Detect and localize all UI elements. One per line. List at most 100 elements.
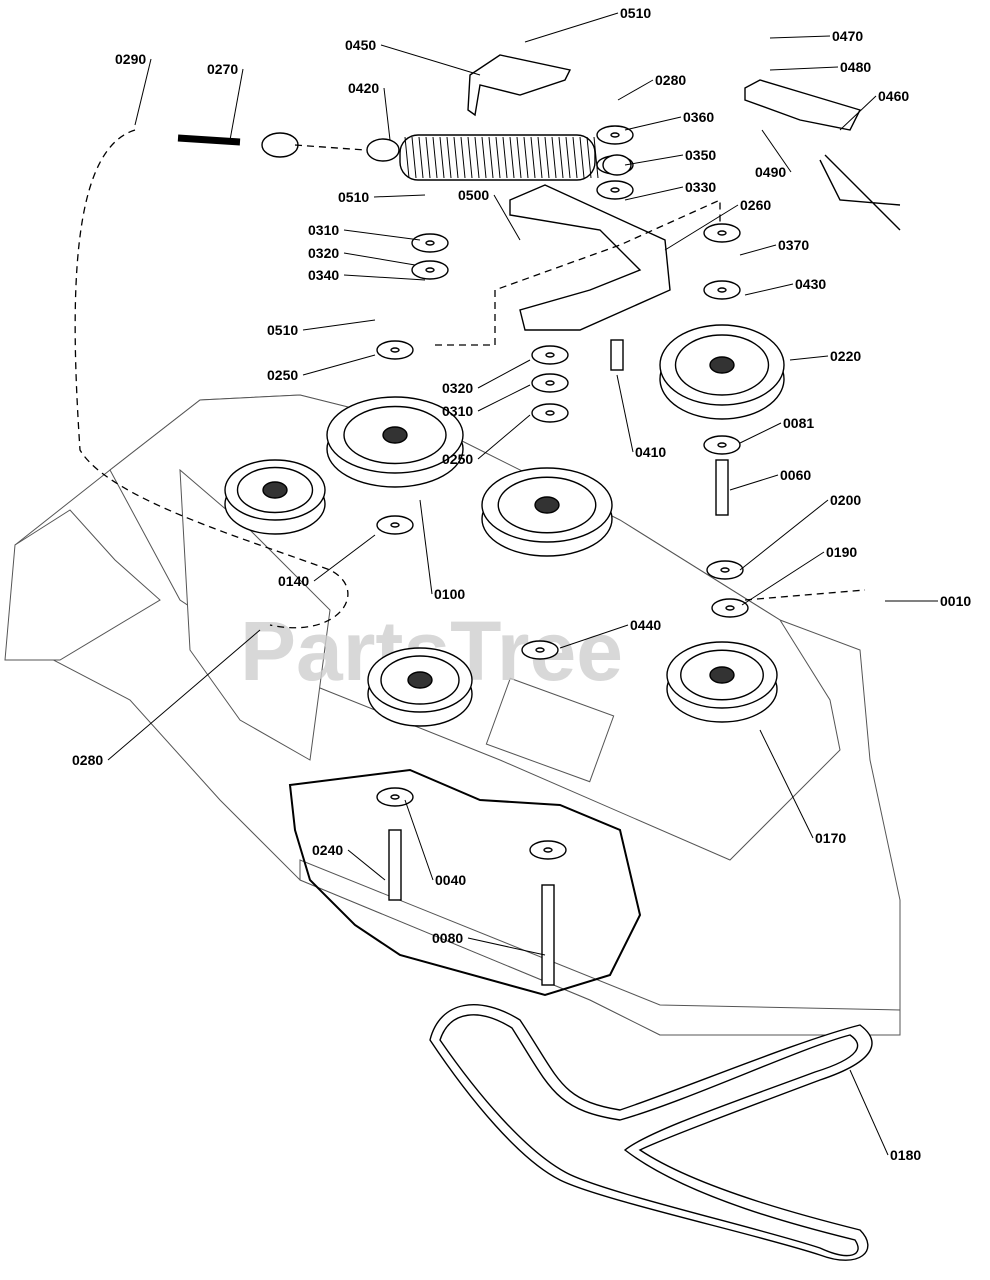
- washer: [521, 640, 559, 660]
- spring-0420: [366, 134, 632, 181]
- callout-label-0280: 0280: [72, 752, 103, 768]
- washer: [376, 340, 414, 360]
- washer: [531, 403, 569, 423]
- washer: [596, 125, 634, 145]
- handle-0460: [819, 154, 901, 231]
- callout-label-0240: 0240: [312, 842, 343, 858]
- idler-arm-0260: [509, 184, 671, 331]
- leader-line: [477, 359, 531, 389]
- callout-label-0510: 0510: [620, 5, 651, 21]
- leader-line: [624, 116, 682, 131]
- parts: [177, 54, 901, 986]
- leader-line: [302, 354, 376, 376]
- washer: [376, 787, 414, 807]
- bolt: [541, 884, 555, 986]
- cable-dashed-line: [74, 129, 349, 629]
- callout-label-0420: 0420: [348, 80, 379, 96]
- washer: [703, 223, 741, 243]
- leader-line: [741, 551, 825, 606]
- leader-line: [493, 194, 521, 241]
- callout-label-0200: 0200: [830, 492, 861, 508]
- callout-label-0320: 0320: [442, 380, 473, 396]
- callout-label-0310: 0310: [308, 222, 339, 238]
- bolt: [610, 339, 624, 371]
- callout-label-0310: 0310: [442, 403, 473, 419]
- leader-line: [302, 319, 376, 331]
- leader-line: [759, 729, 814, 839]
- callout-label-0360: 0360: [683, 109, 714, 125]
- leader-line: [739, 499, 829, 571]
- callout-label-0170: 0170: [815, 830, 846, 846]
- washer: [703, 435, 741, 455]
- leader-line: [744, 283, 794, 296]
- callout-label-0100: 0100: [434, 586, 465, 602]
- leader-line: [624, 186, 684, 201]
- idler-pulley: [659, 324, 785, 420]
- callout-label-0460: 0460: [878, 88, 909, 104]
- bolt: [388, 829, 402, 901]
- callout-label-0490: 0490: [755, 164, 786, 180]
- leader-line: [761, 129, 792, 173]
- leader-line: [839, 95, 877, 131]
- washer: [706, 560, 744, 580]
- callout-label-0220: 0220: [830, 348, 861, 364]
- leader-line: [769, 35, 831, 39]
- leader-line: [383, 87, 391, 141]
- idler-pulley: [326, 396, 464, 488]
- leader-line: [664, 204, 739, 251]
- callout-label-0290: 0290: [115, 51, 146, 67]
- washer: [411, 233, 449, 253]
- leader-line: [477, 414, 531, 460]
- leader-line: [624, 154, 684, 166]
- leader-line: [313, 534, 376, 582]
- callout-label-0080: 0080: [432, 930, 463, 946]
- callout-label-0440: 0440: [630, 617, 661, 633]
- leader-line: [229, 68, 244, 141]
- callout-label-0040: 0040: [435, 872, 466, 888]
- leader-line: [739, 244, 777, 256]
- leader-line: [617, 79, 654, 101]
- callout-label-0190: 0190: [826, 544, 857, 560]
- callout-label-0430: 0430: [795, 276, 826, 292]
- leader-line: [107, 629, 261, 761]
- callout-label-0180: 0180: [890, 1147, 921, 1163]
- leader-line: [343, 252, 416, 266]
- bracket-0460: [744, 79, 861, 131]
- callout-label-0280: 0280: [655, 72, 686, 88]
- washer: [531, 345, 569, 365]
- callout-label-0060: 0060: [780, 467, 811, 483]
- leader-line: [343, 274, 426, 281]
- washer: [703, 280, 741, 300]
- leader-line: [769, 66, 839, 71]
- leader-line: [524, 12, 619, 43]
- leader-line: [467, 937, 546, 956]
- callout-label-0480: 0480: [840, 59, 871, 75]
- spindle-pulley: [367, 647, 473, 727]
- callout-label-0081: 0081: [783, 415, 814, 431]
- washer: [531, 373, 569, 393]
- leader-line: [380, 44, 481, 76]
- callout-label-0450: 0450: [345, 37, 376, 53]
- callout-label-0140: 0140: [278, 573, 309, 589]
- washer: [411, 260, 449, 280]
- callout-label-0250: 0250: [267, 367, 298, 383]
- bracket-0450: [467, 54, 572, 117]
- idler-pulley: [481, 467, 613, 557]
- spindle-pulley: [666, 641, 778, 723]
- bolt: [715, 459, 729, 516]
- callout-label-0250: 0250: [442, 451, 473, 467]
- callout-label-0260: 0260: [740, 197, 771, 213]
- spindle-pulley: [224, 459, 326, 535]
- leader-line: [477, 384, 531, 412]
- callout-label-0010: 0010: [940, 593, 971, 609]
- leader-line: [616, 374, 634, 453]
- callout-label-0370: 0370: [778, 237, 809, 253]
- leader-line: [739, 422, 782, 444]
- leader-line: [789, 355, 829, 361]
- leader-line: [373, 194, 426, 198]
- leader-line: [729, 474, 779, 491]
- washer: [529, 840, 567, 860]
